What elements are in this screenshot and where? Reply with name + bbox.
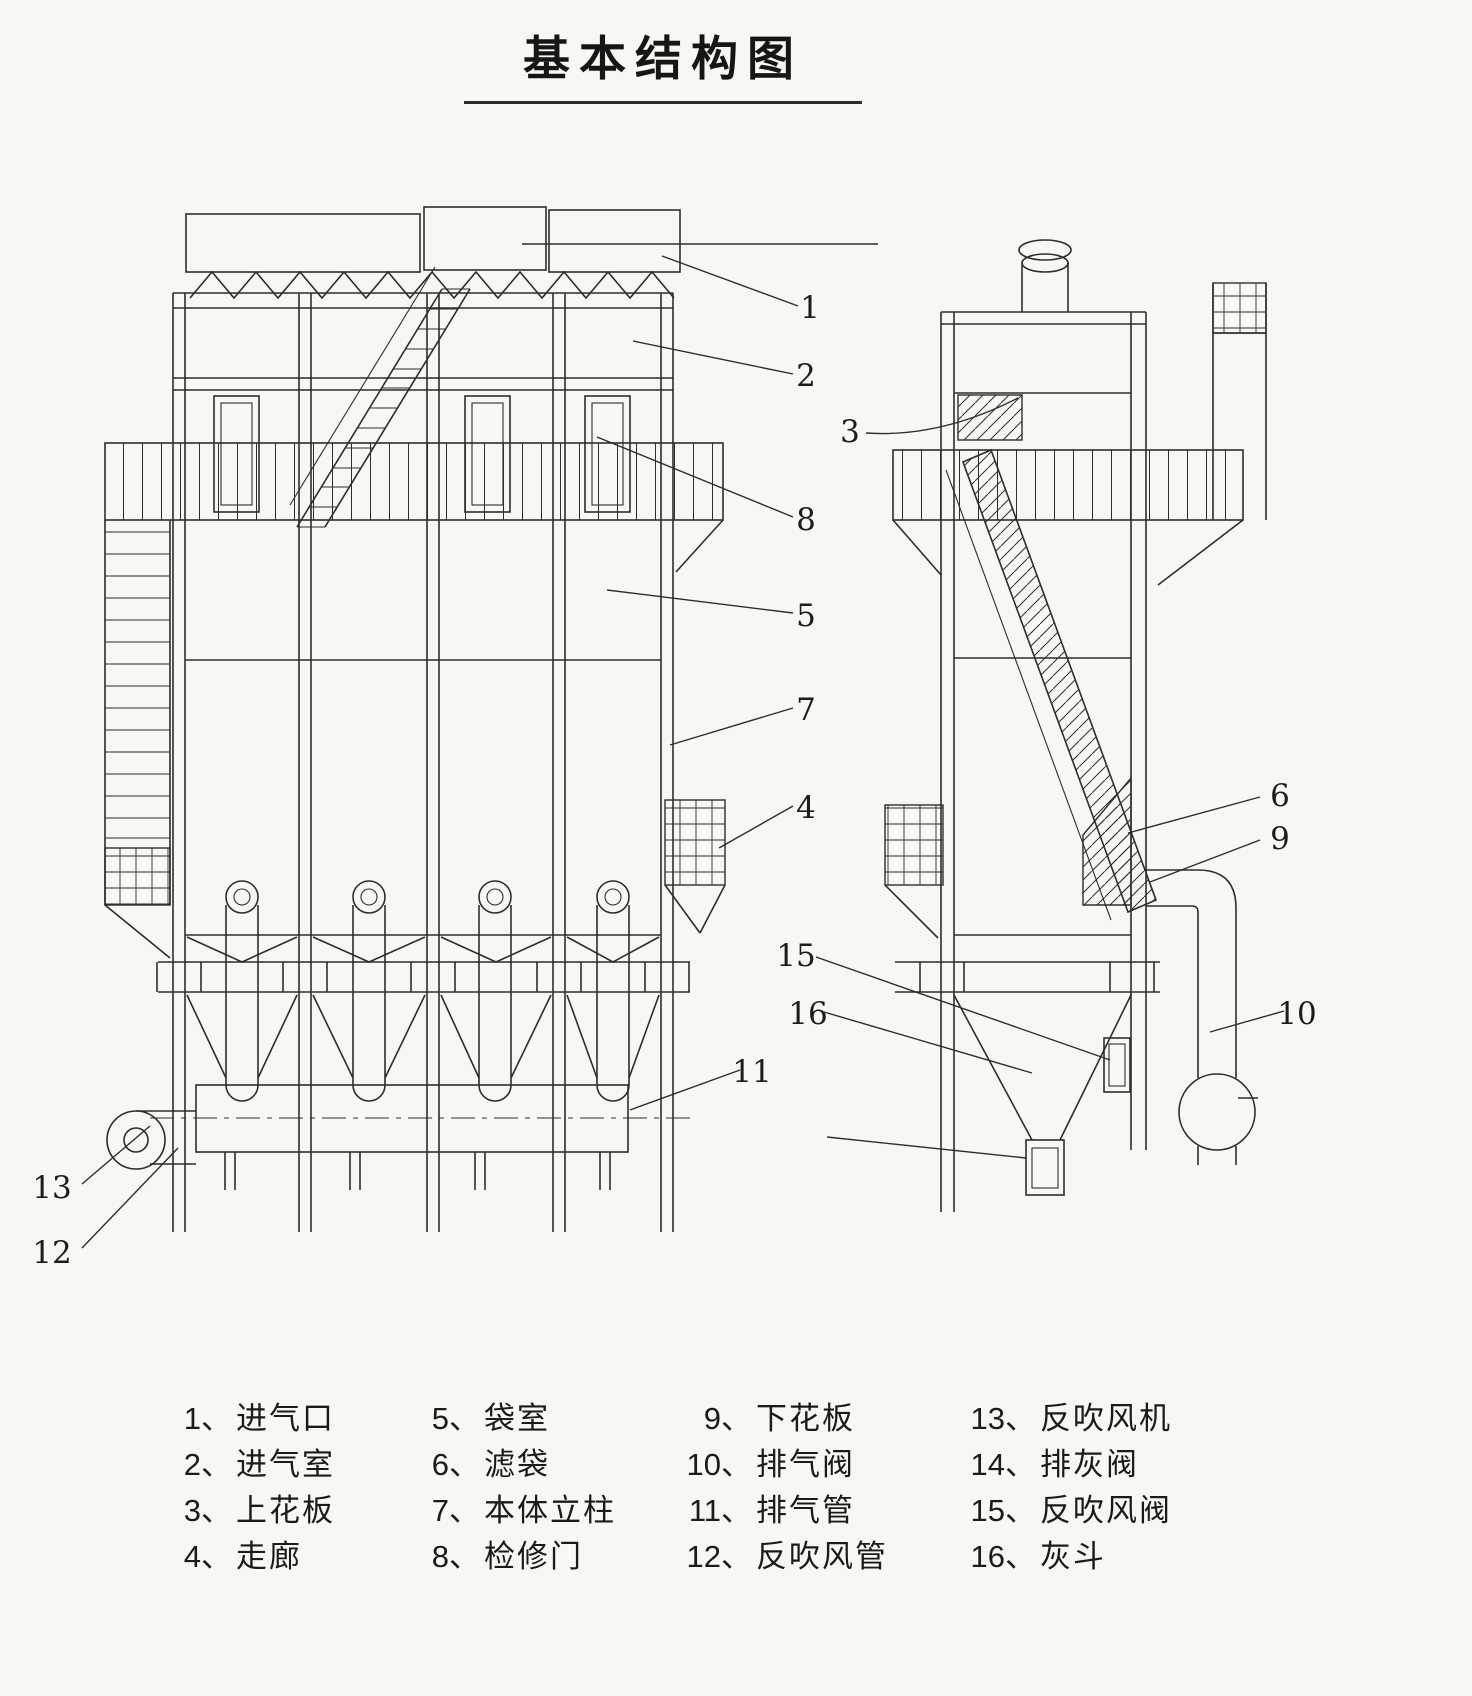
reverse-blow-fan	[106, 1110, 196, 1170]
legend-item-label: 上花板	[236, 1492, 335, 1528]
exhaust-duct	[1146, 869, 1258, 1165]
legend-item: 16、 灰斗	[964, 1530, 1264, 1576]
callout-13: 13	[32, 1170, 71, 1206]
legend-item-number: 12、	[686, 1538, 752, 1574]
title-block: 基本结构图	[464, 20, 862, 104]
legend-column-2: 5、 袋室 6、 滤袋 7、 本体立柱 8、 检修门	[408, 1392, 680, 1576]
exhaust-valve	[1178, 1073, 1256, 1151]
legend-item: 4、 走廊	[160, 1530, 408, 1576]
legend-item-number: 1、	[183, 1400, 232, 1436]
legend-item-label: 滤袋	[484, 1446, 550, 1482]
side-hopper	[895, 961, 1160, 1196]
legend-item-number: 2、	[183, 1446, 232, 1482]
upper-walkway	[104, 442, 724, 573]
legend-item-label: 进气室	[236, 1446, 335, 1482]
callout-10: 10	[1277, 996, 1316, 1032]
structure-diagram: 1 2 3 8 5 7 4 6 9 15 16 10 11 13 12	[32, 206, 1317, 1271]
legend-item-label: 反吹风阀	[1040, 1492, 1172, 1528]
legend-item-label: 本体立柱	[484, 1492, 616, 1528]
legend-item-label: 进气口	[236, 1400, 335, 1436]
legend-item-label: 排气阀	[756, 1446, 855, 1482]
outlet-stack	[1018, 239, 1072, 312]
callout-2: 2	[796, 358, 816, 394]
legend-item: 10、 排气阀	[680, 1438, 964, 1484]
legend-item: 1、 进气口	[160, 1392, 408, 1438]
legend-item-number: 11、	[688, 1492, 752, 1528]
legend-item-number: 13、	[970, 1400, 1036, 1436]
exhaust-pipe	[150, 1084, 692, 1190]
legend-item-number: 10、	[686, 1446, 752, 1482]
support-beam	[156, 936, 690, 993]
leader-lines	[81, 243, 1285, 1249]
callout-1: 1	[800, 290, 820, 326]
legend-item-number: 7、	[431, 1492, 480, 1528]
legend-item-number: 6、	[431, 1446, 480, 1482]
legend-item: 7、 本体立柱	[408, 1484, 680, 1530]
legend-column-4: 13、 反吹风机 14、 排灰阀 15、 反吹风阀 16、 灰斗	[964, 1392, 1264, 1576]
legend-item-number: 9、	[703, 1400, 752, 1436]
legend-item: 8、 检修门	[408, 1530, 680, 1576]
legend-item: 5、 袋室	[408, 1392, 680, 1438]
legend-item: 11、 排气管	[680, 1484, 964, 1530]
callout-5: 5	[796, 598, 816, 634]
legend-column-3: 9、 下花板 10、 排气阀 11、 排气管 12、 反吹风管	[680, 1392, 964, 1576]
legend-item-number: 5、	[431, 1400, 480, 1436]
legend-item: 6、 滤袋	[408, 1438, 680, 1484]
callout-15: 15	[776, 938, 815, 974]
body-columns	[172, 292, 674, 1232]
callout-8: 8	[796, 502, 816, 538]
callout-4: 4	[796, 790, 816, 826]
legend-item: 14、 排灰阀	[964, 1438, 1264, 1484]
outlet-manifold	[185, 206, 681, 300]
callout-7: 7	[796, 692, 816, 728]
legend-item-number: 15、	[970, 1492, 1036, 1528]
legend-item-label: 走廊	[236, 1538, 302, 1574]
legend-item: 3、 上花板	[160, 1484, 408, 1530]
legend-item-label: 反吹风管	[756, 1538, 888, 1574]
legend-item-label: 排气管	[756, 1492, 855, 1528]
legend-item-label: 检修门	[484, 1538, 583, 1574]
legend: 1、 进气口 2、 进气室 3、 上花板 4、 走廊 5、 袋室 6、	[160, 1392, 1264, 1576]
legend-item-label: 反吹风机	[1040, 1400, 1172, 1436]
venturi-row	[189, 270, 675, 300]
page-title: 基本结构图	[523, 32, 803, 87]
legend-item: 9、 下花板	[680, 1392, 964, 1438]
callout-9: 9	[1270, 821, 1290, 857]
filter-bags	[1082, 776, 1132, 906]
callout-numbers: 1 2 3 8 5 7 4 6 9 15 16 10 11 13 12	[32, 290, 1316, 1271]
side-elevation	[884, 239, 1267, 1212]
reverse-blow-valve	[1103, 1037, 1131, 1093]
inclined-stair	[289, 266, 471, 528]
legend-item-number: 8、	[431, 1538, 480, 1574]
legend-item: 15、 反吹风阀	[964, 1484, 1264, 1530]
side-body	[940, 311, 1147, 1212]
legend-item-number: 14、	[970, 1446, 1036, 1482]
legend-item: 13、 反吹风机	[964, 1392, 1264, 1438]
legend-item-number: 3、	[183, 1492, 232, 1528]
callout-11: 11	[732, 1054, 771, 1090]
side-walkway	[892, 449, 1244, 586]
legend-item: 12、 反吹风管	[680, 1530, 964, 1576]
legend-item-number: 16、	[970, 1538, 1036, 1574]
legend-column-1: 1、 进气口 2、 进气室 3、 上花板 4、 走廊	[160, 1392, 408, 1576]
legend-item-label: 排灰阀	[1040, 1446, 1139, 1482]
callout-12: 12	[32, 1235, 71, 1271]
gallery-bracket	[664, 799, 726, 934]
side-ladder	[104, 520, 171, 959]
legend-item-label: 灰斗	[1040, 1538, 1106, 1574]
callout-3: 3	[840, 414, 860, 450]
ash-discharge-valve	[1025, 1139, 1065, 1196]
legend-item-label: 下花板	[756, 1400, 855, 1436]
front-elevation	[104, 206, 726, 1232]
callout-16: 16	[788, 996, 827, 1032]
upper-tube-sheet	[957, 394, 1023, 441]
callout-6: 6	[1270, 778, 1290, 814]
legend-item-label: 袋室	[484, 1400, 550, 1436]
side-gallery-bracket	[884, 804, 944, 939]
hopper-cones	[186, 994, 660, 1079]
legend-item-number: 4、	[183, 1538, 232, 1574]
legend-item: 2、 进气室	[160, 1438, 408, 1484]
